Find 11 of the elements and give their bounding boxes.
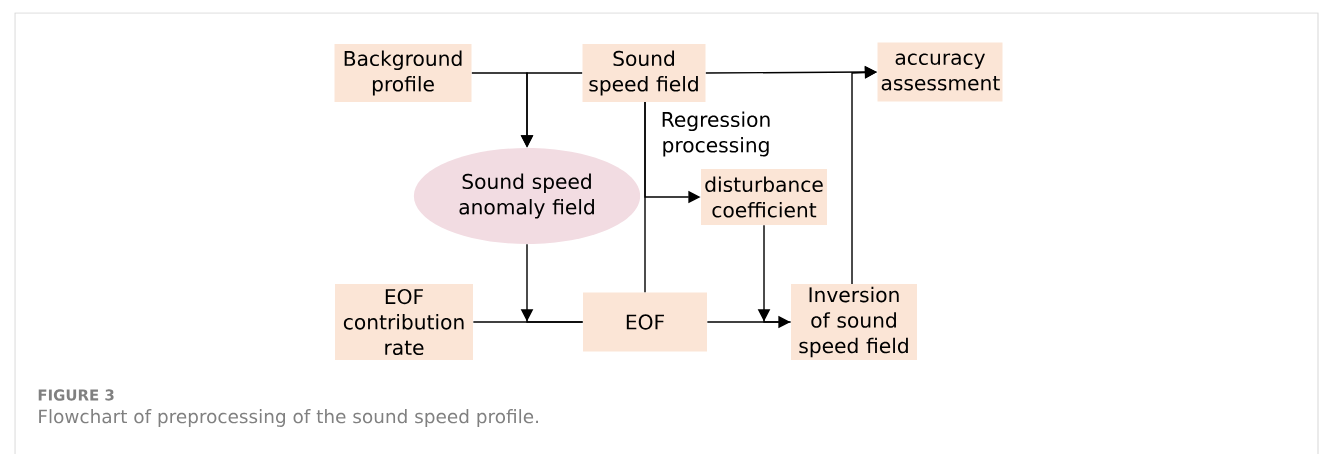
process-box: accuracy assessment — [877, 42, 1003, 102]
process-box: disturbance coefficient — [701, 169, 827, 225]
caption: Flowchart of preprocessing of the sound speed profile. — [39, 409, 538, 427]
process-box: Inversion of sound speed field — [791, 284, 917, 360]
process-box: Background profile — [334, 44, 472, 102]
edge-label: Regression processing — [654, 109, 778, 159]
process-box: Sound speed field — [582, 44, 706, 102]
process-box: EOF contribution rate — [335, 284, 473, 360]
process-box: EOF — [583, 292, 707, 352]
ellipse-node: Sound speed anomaly field — [413, 148, 641, 244]
figure-number: FIGURE 3 — [38, 389, 114, 401]
